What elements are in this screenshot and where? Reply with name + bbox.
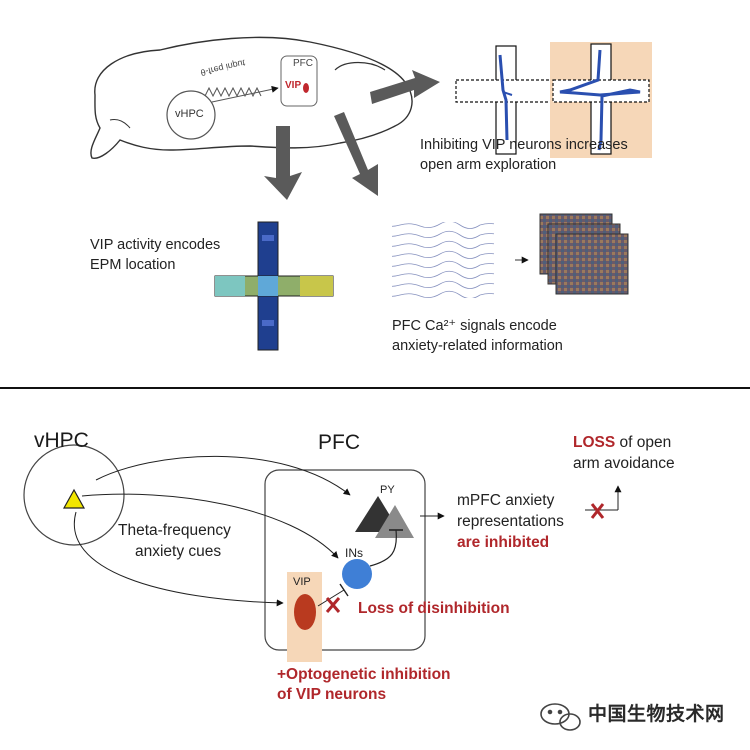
interneuron-circle <box>342 559 372 589</box>
vip-block-x-icon <box>325 597 341 613</box>
outcome-line2: arm avoidance <box>573 455 675 472</box>
pyramidal-neuron-gray-icon <box>375 505 414 538</box>
pfc-region-box <box>264 469 426 651</box>
outcome-rest: of open <box>615 434 672 451</box>
vhpc-to-py-curve <box>95 455 351 496</box>
inhibit-result-line1: Inhibiting VIP neurons increases <box>420 137 628 153</box>
optogenetic-line2: of VIP neurons <box>277 686 387 703</box>
epm-cross-control <box>455 45 557 155</box>
vhpc-to-pfc-arrow <box>211 85 279 103</box>
outcome-highlight: LOSS <box>573 434 616 451</box>
vip-neuron <box>294 594 316 630</box>
theta-wave-icon <box>204 86 262 98</box>
mpfc-block-x-icon <box>590 503 605 519</box>
disinhibition-label: Loss of disinhibition <box>358 600 510 617</box>
signals-result-line2: anxiety-related information <box>392 338 563 354</box>
calcium-traces <box>392 222 494 298</box>
vhpc-triangle-icon <box>62 488 86 509</box>
vhpc-circle <box>166 90 216 140</box>
cues-line2: anxiety cues <box>135 543 222 560</box>
mpfc-line3: are inhibited <box>457 534 550 551</box>
big-arrows <box>264 70 440 200</box>
brain-cerebellum-line <box>334 61 386 71</box>
epm-cross-inhibited <box>552 43 650 155</box>
watermark-logo-icon <box>540 703 581 731</box>
optogenetic-line1: +Optogenetic inhibition <box>277 666 451 683</box>
cues-line1: Theta-frequency <box>118 522 231 539</box>
outcome-line1: LOSS of open <box>573 434 671 453</box>
py-label: PY <box>380 484 395 496</box>
signals-result-line1: PFC Ca²⁺ signals encode <box>392 318 557 334</box>
brain-stem-line <box>109 119 131 129</box>
vip-to-ins-bar <box>339 583 349 597</box>
vip-neuron-small <box>303 83 309 93</box>
vhpc-to-vip-curve <box>73 511 284 607</box>
encode-result-line2: EPM location <box>90 257 176 273</box>
pfc-title: PFC <box>318 431 360 454</box>
inhibit-result-line2: open arm exploration <box>420 157 557 173</box>
brain-pfc-label: PFC <box>293 58 313 69</box>
vhpc-title: vHPC <box>34 429 89 452</box>
brain-vhpc-label: vHPC <box>175 108 204 120</box>
vip-label: VIP <box>293 576 311 588</box>
brain-outline <box>90 36 413 159</box>
ins-to-py-inhibition <box>369 529 397 567</box>
epm-vip-activity-map <box>214 221 334 351</box>
pfc-box <box>280 55 318 107</box>
brain-vip-label: VIP <box>285 80 302 91</box>
stacked-heatmaps <box>539 213 629 295</box>
vhpc-to-ins-curve <box>81 493 339 559</box>
encode-result-line1: VIP activity encodes <box>90 237 221 253</box>
vip-to-ins-line <box>317 589 345 607</box>
mpfc-line2: representations <box>457 513 564 530</box>
mpfc-line1: mPFC anxiety <box>457 492 555 509</box>
watermark-text: 中国生物技术网 <box>588 704 725 725</box>
ins-label: INs <box>345 546 363 560</box>
